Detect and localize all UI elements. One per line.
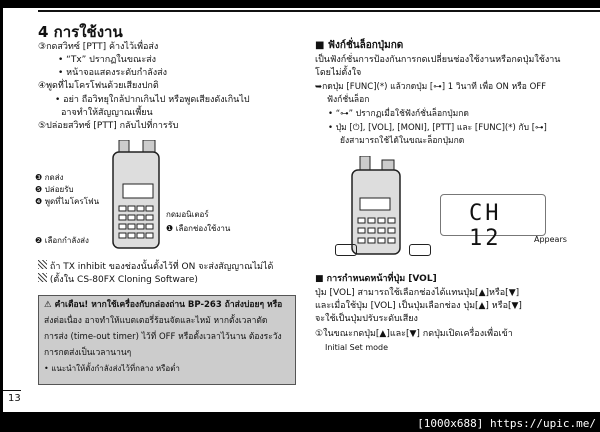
lock-key-icon — [409, 244, 431, 256]
lock-heading: ■ ฟังก์ชั่นล็อกปุ่มกด — [315, 40, 404, 51]
callout-speak: ❹ พูดที่ไมโครโฟน — [35, 197, 100, 206]
lock-desc-2: โดยไม่ตั้งใจ — [315, 68, 362, 78]
lock-bullet-1: • “⊶” ปรากฏเมื่อใช้ฟังก์ชั่นล็อกปุ่มกด — [328, 109, 469, 119]
warning-box: ⚠ คำเตือน! หากใช้เครื่องกับกล่องถ่าน BP-… — [38, 295, 296, 385]
radio-illustration — [112, 140, 160, 249]
vol-step-1: ①ในขณะกดปุ่ม[▲]และ[▼] กดปุ่มเปิดเครื่องเ… — [315, 329, 513, 339]
step-3: ③กดสวิทซ์ [PTT] ค้างไว้เพื่อส่ง — [38, 42, 159, 52]
lcd-display: CH 12 — [440, 194, 546, 251]
page-title: 4 การใช้งาน — [38, 23, 123, 41]
warning-line: • แนะนำให้ตั้งกำลังส่งไว้ที่กลาง หรือต่ำ — [44, 364, 180, 373]
callout-monitor: กดมอนิเตอร์ — [166, 210, 209, 219]
top-rule — [38, 10, 600, 12]
step-4-bullet: • อย่า ถือวิทยุใกล้ปากเกินไป หรือพูดเสีย… — [55, 95, 250, 105]
step-4: ④พูดที่ไมโครโฟนด้วยเสียงปกติ — [38, 81, 159, 91]
warning-line: ⚠ คำเตือน! หากใช้เครื่องกับกล่องถ่าน BP-… — [44, 300, 283, 310]
note-cloning: (ตั้งใน CS-80FX Cloning Software) — [38, 273, 198, 286]
lock-step-cont: ฟังก์ชั่นล็อก — [327, 95, 370, 105]
note-icon — [38, 273, 47, 282]
vol-line-2: และเมื่อใช้ปุ่ม [VOL] เป็นปุ่มเลือกช่อง … — [315, 301, 522, 311]
vol-heading: ■ การกำหนดหน้าที่ปุ่ม [VOL] — [315, 274, 437, 284]
radio-illustration-2 — [351, 156, 401, 255]
note-tx-inhibit: ถ้า TX inhibit ของช่องนั้นตั้งไว้ที่ ON … — [38, 260, 273, 273]
callout-power: ❷ เลือกกำลังส่ง — [35, 236, 89, 245]
note-text: ถ้า TX inhibit ของช่องนั้นตั้งไว้ที่ ON … — [49, 262, 274, 272]
note-icon — [38, 260, 47, 269]
warning-line: การกดส่งเป็นเวลานานๆ — [44, 348, 132, 358]
func-key-icon — [335, 244, 357, 256]
manual-page: 4 การใช้งาน ③กดสวิทซ์ [PTT] ค้างไว้เพื่อ… — [3, 8, 600, 412]
callout-transmit: ❸ กดส่ง — [35, 173, 64, 182]
image-host-watermark: [1000x688] https://upic.me/ — [417, 417, 596, 430]
lock-step: ➥กดปุ่ม [FUNC](*) แล้วกดปุ่ม [⊶] 1 วินาท… — [315, 82, 547, 92]
step-4-bullet-cont: อาจทำให้สัญญาณเพี้ยน — [61, 108, 153, 118]
vol-line-3: จะใช้เป็นปุ่มปรับระดับเสียง — [315, 314, 418, 324]
vol-line-1: ปุ่ม [VOL] สามารถใช้เลือกช่องได้แทนปุ่ม[… — [315, 288, 520, 298]
step-3-bullet-1: • “Tx” ปรากฏในขณะส่ง — [58, 55, 157, 65]
callout-channel: ❶ เลือกช่องใช้งาน — [166, 224, 231, 233]
appears-label: Appears — [534, 235, 567, 244]
page-number-rule — [3, 390, 21, 391]
page-number: 13 — [8, 393, 21, 404]
callout-release: ❺ ปล่อยรับ — [35, 185, 74, 194]
note-text-2: (ตั้งใน CS-80FX Cloning Software) — [49, 275, 198, 285]
lock-bullet-2-cont: ยังสามารถใช้ได้ในขณะล็อกปุ่มกด — [340, 136, 465, 146]
step-5: ⑤ปล่อยสวิทซ์ [PTT] กลับไปที่การรับ — [38, 121, 179, 131]
lock-bullet-2: • ปุ่ม [⏻], [VOL], [MONI], [PTT] และ [FU… — [328, 123, 547, 133]
warning-line: ส่งต่อเนื่อง อาจทำให้แบตเตอรี่ร้อนจัดและ… — [44, 316, 268, 326]
lcd-channel: CH 12 — [469, 201, 502, 251]
lock-desc: เป็นฟังก์ชั่นการป้องกันการกดเปลี่ยนช่องใ… — [315, 55, 561, 65]
vol-step-1-cont: Initial Set mode — [325, 343, 389, 352]
warning-line: การส่ง (time-out timer) ไว้ที่ OFF หรือต… — [44, 332, 282, 342]
step-3-bullet-2: • หน้าจอแสดงระดับกำลังส่ง — [58, 68, 168, 78]
